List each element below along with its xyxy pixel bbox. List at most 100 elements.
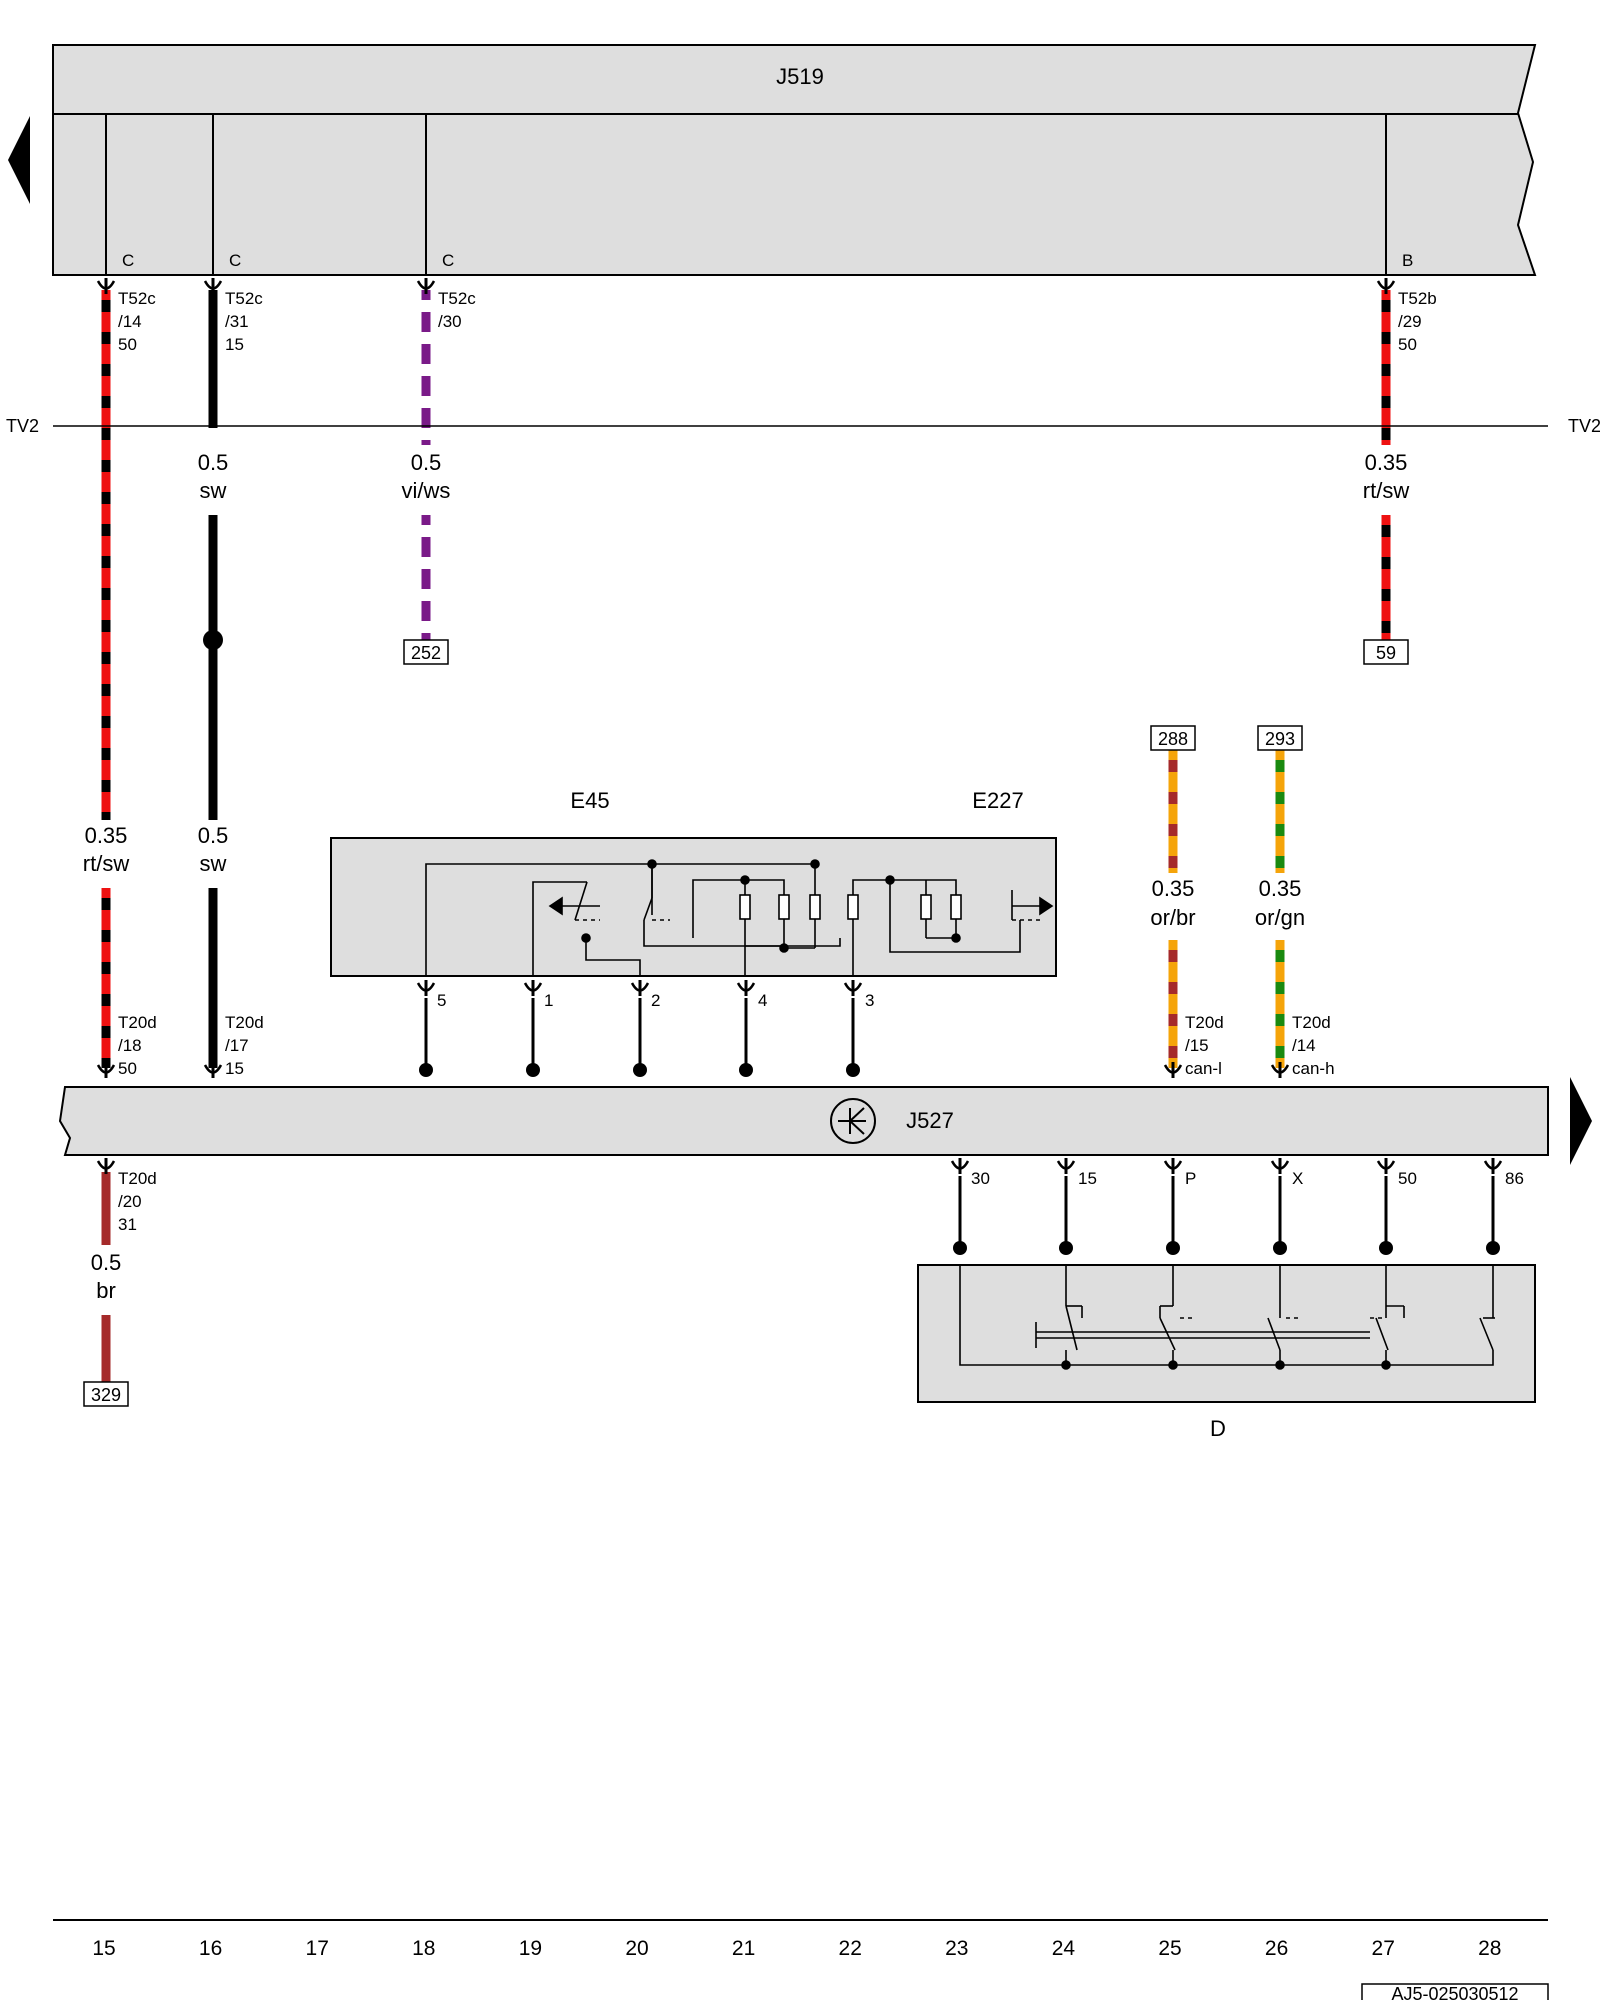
svg-text:50: 50 — [1398, 335, 1417, 354]
column-number: 26 — [1265, 1937, 1288, 1960]
e45-e227-internal-circuit — [425, 859, 1054, 976]
j527-pin-label: T20d /18 50 — [118, 1013, 157, 1078]
column-number: 17 — [306, 1937, 329, 1960]
svg-text:can-h: can-h — [1292, 1059, 1335, 1078]
connector-terminal — [1376, 278, 1396, 294]
column-number: 21 — [732, 1937, 755, 1960]
connector-terminal — [1163, 1158, 1183, 1174]
reference-box[interactable]: 329 — [83, 1381, 129, 1407]
connector-terminal — [736, 980, 756, 996]
page-nav-left-arrow[interactable] — [8, 116, 30, 204]
wire-label: 0.5 sw — [198, 450, 229, 503]
d-pin-label: 30 — [971, 1169, 990, 1188]
svg-text:/20: /20 — [118, 1192, 142, 1211]
column-number: 19 — [519, 1937, 542, 1960]
e45-pin-label: 5 — [437, 991, 446, 1010]
splice-dot — [953, 1241, 967, 1255]
svg-text:/17: /17 — [225, 1036, 249, 1055]
column-number: 16 — [199, 1937, 222, 1960]
d-pin-label: 86 — [1505, 1169, 1524, 1188]
svg-text:T52b: T52b — [1398, 289, 1437, 308]
svg-text:vi/ws: vi/ws — [402, 478, 451, 503]
j519-internal-leads — [105, 114, 1387, 275]
j527-pin-label: T20d /14 can-h — [1292, 1013, 1335, 1078]
j519-pin-label: T52b /29 50 — [1398, 289, 1437, 354]
splice-dot — [419, 1063, 433, 1077]
j519-side-label: C — [229, 251, 241, 270]
e45-label: E45 — [570, 788, 609, 813]
svg-text:sw: sw — [200, 478, 227, 503]
splice-dot — [1273, 1241, 1287, 1255]
j519-pin-label: T52c /30 — [438, 289, 476, 331]
splice-dot — [526, 1063, 540, 1077]
connector-terminal — [523, 980, 543, 996]
d-label: D — [1210, 1416, 1226, 1441]
connector-terminal — [416, 980, 436, 996]
svg-text:0.5: 0.5 — [198, 823, 229, 848]
svg-text:293: 293 — [1265, 729, 1295, 749]
svg-text:or/br: or/br — [1150, 905, 1195, 930]
column-number: 22 — [839, 1937, 862, 1960]
j519-module-box — [52, 44, 1537, 276]
svg-text:/29: /29 — [1398, 312, 1422, 331]
e45-pin-label: 2 — [651, 991, 660, 1010]
j519-label: J519 — [776, 64, 824, 89]
wire-label: 0.35 rt/sw — [83, 823, 130, 876]
j527-module-box — [58, 1086, 1549, 1156]
splice-dot — [203, 630, 223, 650]
connector-terminal — [96, 1062, 116, 1078]
d-pin-label: X — [1292, 1169, 1303, 1188]
svg-text:0.35: 0.35 — [1259, 876, 1302, 901]
svg-text:288: 288 — [1158, 729, 1188, 749]
splice-dot — [846, 1063, 860, 1077]
reference-box[interactable]: 288 — [1150, 725, 1196, 751]
svg-text:0.5: 0.5 — [91, 1250, 122, 1275]
j527-label: J527 — [906, 1108, 954, 1133]
connector-terminal — [96, 1158, 116, 1174]
connector-terminal — [1270, 1062, 1290, 1078]
wire-label: 0.5 br — [91, 1250, 122, 1303]
svg-text:15: 15 — [225, 335, 244, 354]
svg-text:T52c: T52c — [118, 289, 156, 308]
e227-label: E227 — [972, 788, 1023, 813]
tv2-label-left: TV2 — [6, 416, 39, 436]
svg-text:/15: /15 — [1185, 1036, 1209, 1055]
svg-text:/31: /31 — [225, 312, 249, 331]
svg-text:rt/sw: rt/sw — [83, 851, 130, 876]
reference-box[interactable]: 59 — [1363, 639, 1409, 665]
svg-text:/18: /18 — [118, 1036, 142, 1055]
column-number: 28 — [1478, 1937, 1501, 1960]
wire-label: 0.35 or/gn — [1255, 876, 1305, 930]
e45-pin-label: 3 — [865, 991, 874, 1010]
d-module-box — [917, 1264, 1536, 1403]
connector-terminal — [203, 1062, 223, 1078]
wire-layer — [101, 290, 1495, 1382]
column-number: 24 — [1052, 1937, 1076, 1960]
svg-text:50: 50 — [118, 1059, 137, 1078]
wire-label: 0.35 or/br — [1150, 876, 1195, 930]
reference-box[interactable]: 293 — [1257, 725, 1303, 751]
svg-text:T20d: T20d — [118, 1013, 157, 1032]
splice-dot — [1166, 1241, 1180, 1255]
splice-dot — [739, 1063, 753, 1077]
reference-box[interactable]: 252 — [403, 639, 449, 665]
tv2-label-right: TV2 — [1568, 416, 1600, 436]
svg-text:0.5: 0.5 — [411, 450, 442, 475]
column-number: 15 — [92, 1937, 115, 1960]
j519-side-label: C — [122, 251, 134, 270]
steering-icon — [830, 1098, 876, 1144]
connector-layer — [96, 278, 1503, 1255]
svg-text:50: 50 — [118, 335, 137, 354]
j519-pin-label: T52c /31 15 — [225, 289, 263, 354]
svg-text:T52c: T52c — [225, 289, 263, 308]
page-nav-right-arrow[interactable] — [1570, 1077, 1592, 1165]
image-code-box — [1361, 1983, 1549, 2000]
d-pin-label: 15 — [1078, 1169, 1097, 1188]
connector-terminal — [843, 980, 863, 996]
connector-terminal — [1163, 1062, 1183, 1078]
column-number: 25 — [1158, 1937, 1181, 1960]
connector-terminal — [1483, 1158, 1503, 1174]
svg-text:T20d: T20d — [1185, 1013, 1224, 1032]
column-number: 23 — [945, 1937, 968, 1960]
j519-side-label: C — [442, 251, 454, 270]
